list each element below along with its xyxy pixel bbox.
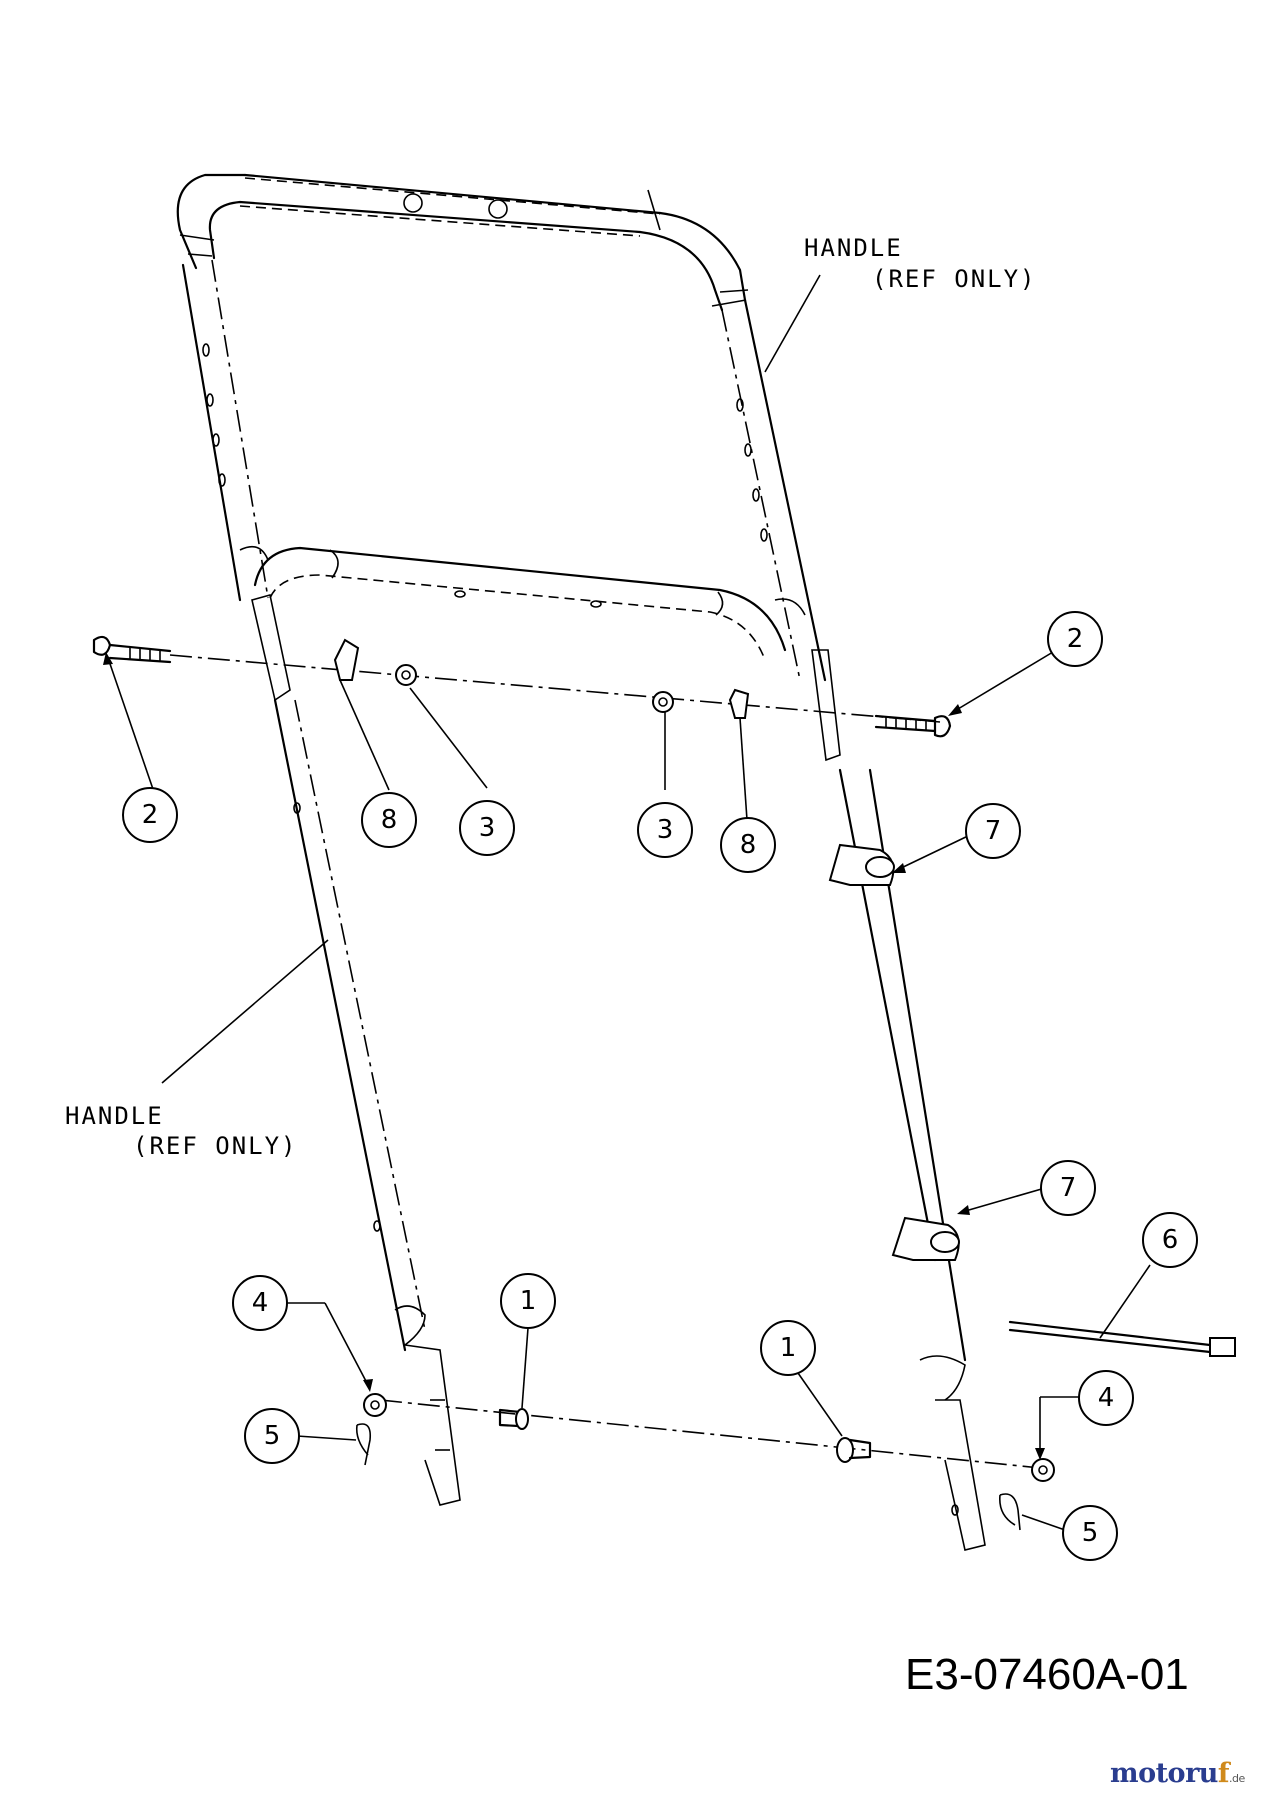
callout-label: 6	[1162, 1225, 1179, 1255]
callout-label: 5	[1082, 1518, 1099, 1548]
callout-label: 4	[1098, 1383, 1115, 1413]
cable-guide-upper	[828, 843, 895, 886]
callout-8-left[interactable]: 8	[361, 792, 417, 848]
nut-right	[652, 691, 674, 713]
handle-label-line2: (REF ONLY)	[872, 265, 1037, 293]
lower-handle-crossbar	[253, 546, 787, 661]
callout-3-left[interactable]: 3	[459, 800, 515, 856]
handle-label-line1: HANDLE	[804, 234, 903, 262]
nut-bottom-right	[1031, 1458, 1055, 1482]
watermark-part2: ru	[1185, 1758, 1218, 1789]
callout-label: 7	[985, 816, 1002, 846]
callout-label: 1	[780, 1333, 797, 1363]
hairpin-left	[355, 1423, 372, 1466]
callout-2-right[interactable]: 2	[1047, 611, 1103, 667]
callout-label: 3	[479, 813, 496, 843]
callout-7-lower[interactable]: 7	[1040, 1160, 1096, 1216]
upper-handle	[176, 173, 749, 312]
callout-label: 4	[252, 1288, 269, 1318]
callout-3-right[interactable]: 3	[637, 802, 693, 858]
callout-label: 8	[740, 830, 757, 860]
callout-1-left[interactable]: 1	[500, 1273, 556, 1329]
callout-label: 1	[520, 1286, 537, 1316]
hairpin-right	[998, 1493, 1021, 1531]
callout-7-upper[interactable]: 7	[965, 803, 1021, 859]
clip-right	[728, 688, 750, 719]
callout-4-left[interactable]: 4	[232, 1275, 288, 1331]
watermark-suffix: .de	[1229, 1772, 1245, 1785]
callout-1-right[interactable]: 1	[760, 1320, 816, 1376]
handle-label-left: HANDLE (REF ONLY)	[65, 1102, 298, 1160]
right-lower-tube	[838, 768, 986, 1551]
pin-right	[836, 1437, 872, 1463]
cable-guide-lower	[891, 1216, 960, 1261]
callout-4-right[interactable]: 4	[1078, 1370, 1134, 1426]
callout-8-right[interactable]: 8	[720, 817, 776, 873]
callout-label: 3	[657, 815, 674, 845]
handle-label-line2: (REF ONLY)	[133, 1132, 298, 1160]
callout-label: 5	[264, 1421, 281, 1451]
callout-5-right[interactable]: 5	[1062, 1505, 1118, 1561]
callout-label: 7	[1060, 1173, 1077, 1203]
callout-label: 2	[1067, 624, 1084, 654]
bottom-assembly-axis	[379, 1399, 1041, 1469]
callout-5-left[interactable]: 5	[244, 1408, 300, 1464]
cable-tie	[1008, 1320, 1236, 1357]
drawing-number: E3-07460A-01	[905, 1650, 1189, 1699]
callout-label: 8	[381, 805, 398, 835]
watermark-part3: f	[1217, 1758, 1230, 1789]
watermark-part1: moto	[1110, 1758, 1186, 1789]
left-lower-tube	[273, 698, 461, 1506]
right-upper-tube	[721, 298, 841, 762]
top-assembly-axis	[169, 654, 941, 723]
pin-left	[498, 1408, 529, 1430]
callout-6[interactable]: 6	[1142, 1212, 1198, 1268]
handle-label-right: HANDLE (REF ONLY)	[804, 234, 1037, 293]
nut-left	[395, 664, 417, 686]
callout-label: 2	[142, 800, 159, 830]
handle-label-line1: HANDLE	[65, 1102, 164, 1130]
bolt-right	[874, 714, 952, 738]
nut-bottom-left	[363, 1393, 387, 1417]
left-upper-tube	[181, 259, 291, 702]
leader-lines	[103, 274, 1151, 1531]
bolt-left	[92, 635, 172, 664]
clip-left	[333, 638, 360, 681]
watermark-logo: motoruf.de	[1110, 1758, 1245, 1789]
callout-2-left[interactable]: 2	[122, 787, 178, 843]
